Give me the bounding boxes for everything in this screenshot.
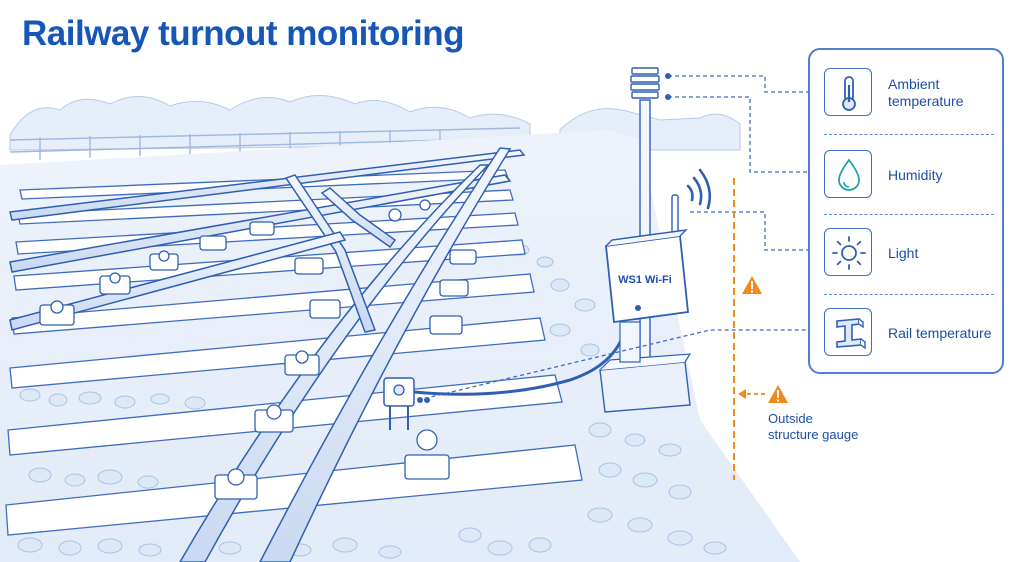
gauge-arrow-head [738,389,746,399]
rail-profile-icon [824,308,872,356]
sensor-label: Light [888,244,919,261]
sensor-panel: Ambient temperature Humidity Light [808,48,1004,374]
device-label: WS1 Wi-Fi [618,274,672,286]
sensor-row-humidity: Humidity [810,136,1006,214]
panel-divider [824,214,994,215]
leader-lines [417,75,808,401]
warning-icon [742,276,762,294]
sensor-cable [413,329,627,396]
panel-divider [824,134,994,135]
water-drop-icon [824,150,872,198]
sensor-row-light: Light [810,214,1006,292]
leader-dots [417,73,671,403]
sensor-mast [599,67,692,413]
structure-gauge-label: Outside structure gauge [768,411,859,442]
sensor-label: Rail temperature [888,324,992,341]
panel-divider [824,294,994,295]
page-title: Railway turnout monitoring [22,14,464,53]
sensor-row-rail-temperature: Rail temperature [810,294,1006,372]
wifi-icon [686,168,712,210]
sensor-label: Humidity [888,166,943,183]
ws1-device [605,194,689,363]
fence [9,127,521,160]
rail-fastenings [39,199,477,500]
sun-icon [824,228,872,276]
sensor-row-ambient-temperature: Ambient temperature [810,54,1006,132]
sensor-label: Ambient temperature [888,76,964,109]
warning-icon [768,385,788,403]
thermometer-icon [824,68,872,116]
